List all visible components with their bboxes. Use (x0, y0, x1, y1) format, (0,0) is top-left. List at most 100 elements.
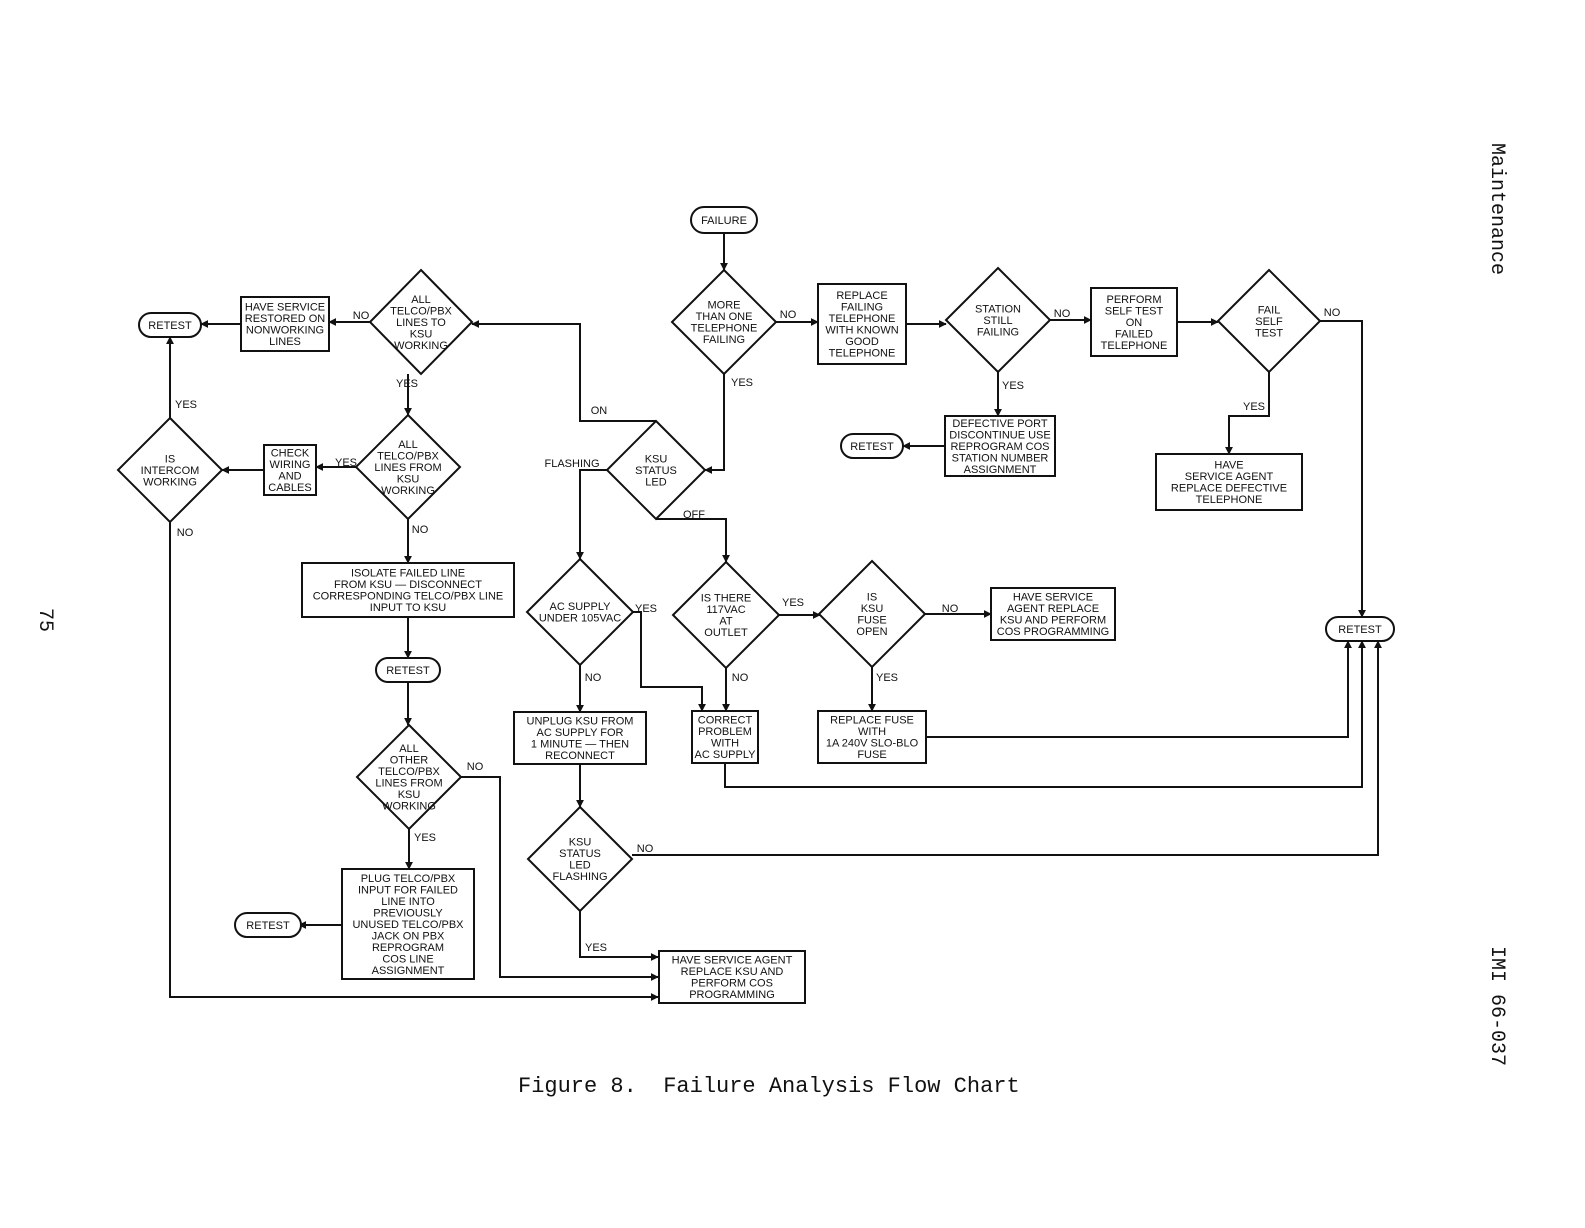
edge-label-no-flash: NO (637, 843, 654, 855)
node-text: ALL (411, 294, 431, 306)
edge-label-no-117: NO (732, 672, 749, 684)
node-text: STILL (983, 315, 1012, 327)
node-text: FUSE (857, 615, 886, 627)
node-text: LED (569, 860, 590, 872)
decision-diamond (944, 266, 1052, 374)
node-text: REPLACE KSU AND (681, 966, 784, 978)
node-text: ISOLATE FAILED LINE (351, 568, 465, 580)
node-text: DISCONTINUE USE (949, 429, 1050, 441)
node-text: WITH (858, 726, 886, 738)
node-text: LINES FROM (374, 462, 441, 474)
node-retest-mid: RETEST (375, 657, 441, 683)
edge-label-off: OFF (683, 509, 705, 521)
node-text: PERFORM COS (691, 978, 773, 990)
connector-arrow (461, 776, 659, 981)
node-text: CORRECT (698, 715, 753, 727)
edge-label-yes2: YES (1002, 380, 1024, 392)
node-text: ASSIGNMENT (964, 464, 1037, 476)
node-text: MORE (708, 300, 741, 312)
node-text: TELCO/PBX (378, 766, 440, 778)
node-text: LED (645, 476, 666, 488)
connector-arrow (704, 374, 725, 474)
node-text: REPLACE (836, 290, 887, 302)
node-text: PERFORM (1107, 294, 1162, 306)
node-text: AC SUPPLY FOR (536, 727, 623, 739)
connector-arrow (1320, 320, 1366, 618)
node-text: KSU AND PERFORM (1000, 615, 1106, 627)
node-text: UNDER 105VAC (539, 613, 621, 625)
process-box (817, 710, 927, 764)
edge-label-yes-ac: YES (635, 603, 657, 615)
connector-arrow (926, 640, 1352, 738)
node-text: UNPLUG KSU FROM (527, 716, 634, 728)
edge-label-no-other: NO (467, 761, 484, 773)
node-text: CABLES (268, 482, 311, 494)
node-text: FUSE (857, 749, 886, 761)
node-text: PROGRAMMING (689, 989, 775, 1001)
edge-label-flashing: FLASHING (544, 458, 599, 470)
terminal-oval (690, 206, 758, 234)
node-text: 117VAC (706, 604, 745, 616)
node-text: CORRESPONDING TELCO/PBX LINE (313, 591, 504, 603)
edge-label-no2: NO (1054, 308, 1071, 320)
node-text: OPEN (856, 626, 887, 638)
node-text: THAN ONE (696, 311, 753, 323)
process-box (817, 283, 907, 365)
node-text: RETEST (1338, 624, 1382, 636)
terminal-oval (234, 912, 302, 938)
process-box (658, 950, 806, 1004)
page-number: 75 (33, 608, 56, 633)
edge-label-yes-intercom: YES (175, 399, 197, 411)
side-document-number: IMI 66-037 (1485, 946, 1508, 1067)
side-section-title: Maintenance (1485, 143, 1508, 276)
node-text: KSU (861, 603, 884, 615)
process-box (301, 562, 515, 618)
node-text: FAIL (1258, 304, 1281, 316)
node-text: FLASHING (552, 871, 607, 883)
edge-label-yes-117: YES (782, 597, 804, 609)
node-text: HAVE (1214, 460, 1243, 472)
node-text: SELF (1255, 316, 1283, 328)
edge-label-yes-to: YES (396, 378, 418, 390)
node-text: TEST (1255, 327, 1283, 339)
node-text: ALL (398, 439, 418, 451)
node-text: OTHER (390, 755, 429, 767)
node-text: ASSIGNMENT (372, 965, 445, 977)
node-text: RECONNECT (545, 750, 615, 762)
decision-diamond (817, 559, 927, 669)
node-text: REPLACE DEFECTIVE (1171, 483, 1287, 495)
node-text: ON (1126, 317, 1143, 329)
connector-arrow (576, 469, 607, 560)
edge-label-no-intercom: NO (177, 527, 194, 539)
connector-arrow (724, 640, 1366, 788)
node-text: WITH (711, 738, 739, 750)
edge-label-no-fuse: NO (942, 603, 959, 615)
node-text: RETEST (386, 665, 430, 677)
node-text: GOOD (845, 336, 879, 348)
node-text: WORKING (143, 476, 197, 488)
node-text: UNUSED TELCO/PBX (352, 919, 464, 931)
node-text: AC SUPPLY (695, 749, 757, 761)
node-retest-bottom: RETEST (234, 912, 302, 938)
node-text: HAVE SERVICE AGENT (672, 955, 793, 967)
node-text: FROM KSU — DISCONNECT (334, 579, 482, 591)
node-text: FAILING (977, 326, 1019, 338)
edge-label-yes-from: YES (335, 457, 357, 469)
node-retest-right: RETEST (1325, 616, 1395, 642)
node-text: TELEPHONE (1101, 340, 1168, 352)
node-text: INPUT FOR FAILED (358, 884, 458, 896)
node-text: IS (867, 592, 877, 604)
edge-label-yes3: YES (1243, 401, 1265, 413)
